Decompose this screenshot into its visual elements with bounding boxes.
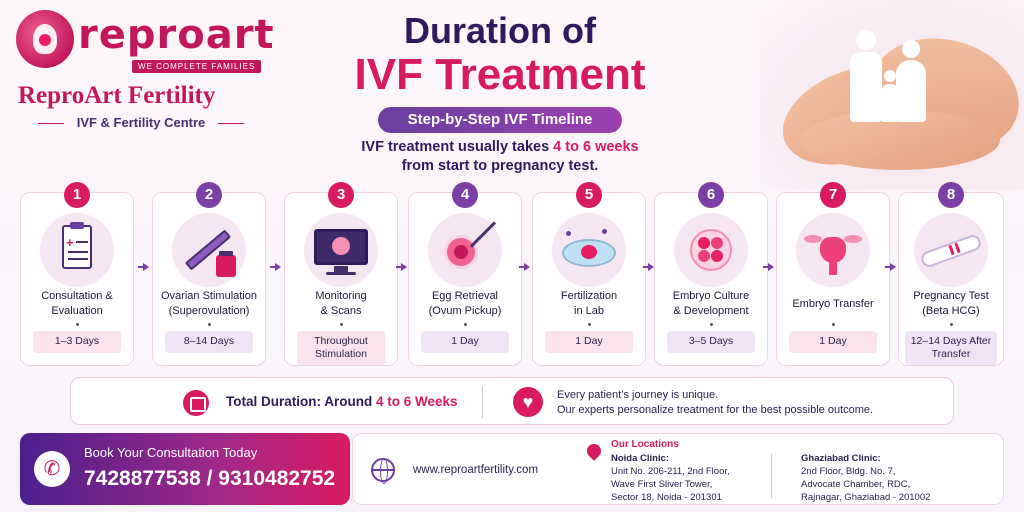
globe-icon bbox=[371, 458, 395, 484]
step-number: 5 bbox=[576, 182, 602, 208]
syringe-icon bbox=[172, 213, 246, 287]
embryo-icon bbox=[674, 213, 748, 287]
step-card-2: Ovarian Stimulation(Superovulation) 8–14… bbox=[152, 192, 266, 366]
step-duration: 3–5 Days bbox=[667, 331, 755, 353]
arrow-right-icon bbox=[138, 262, 150, 272]
phone-numbers[interactable]: 7428877538 / 9310482752 bbox=[84, 467, 336, 490]
step-title: Egg Retrieval(Ovum Pickup) bbox=[428, 290, 502, 317]
step-card-6: Embryo Culture& Development 3–5 Days bbox=[654, 192, 768, 366]
contact-info: www.reproartfertility.com Our Locations … bbox=[352, 433, 1004, 505]
step-duration: 1 Day bbox=[545, 331, 633, 353]
step-title: Pregnancy Test(Beta HCG) bbox=[913, 290, 989, 317]
phone-icon: ✆ bbox=[34, 451, 70, 487]
calendar-icon bbox=[183, 390, 209, 416]
page-title-line1: Duration of bbox=[404, 10, 596, 51]
timeline-pill: Step-by-Step IVF Timeline bbox=[378, 107, 622, 133]
step-number: 4 bbox=[452, 182, 478, 208]
total-duration-bar: Total Duration: Around 4 to 6 Weeks ♥ Ev… bbox=[70, 377, 954, 425]
step-number: 3 bbox=[328, 182, 354, 208]
step-duration: 8–14 Days bbox=[165, 331, 253, 353]
pregnancy-test-icon bbox=[914, 213, 988, 287]
step-title: Embryo Culture& Development bbox=[672, 290, 750, 317]
arrow-right-icon bbox=[763, 262, 775, 272]
step-card-8: Pregnancy Test(Beta HCG) 12–14 Days Afte… bbox=[898, 192, 1004, 366]
cta-label: Book Your Consultation Today bbox=[84, 445, 258, 460]
arrow-right-icon bbox=[885, 262, 897, 272]
intro-highlight: 4 to 6 weeks bbox=[553, 139, 639, 155]
step-title: Consultation &Evaluation bbox=[41, 290, 113, 317]
page-title-line2: IVF Treatment bbox=[354, 50, 646, 99]
noida-clinic-address: Noida Clinic: Unit No. 206-211, 2nd Floo… bbox=[611, 453, 730, 503]
monitor-icon bbox=[304, 213, 378, 287]
egg-retrieval-icon bbox=[428, 213, 502, 287]
arrow-right-icon bbox=[396, 262, 408, 272]
arrow-right-icon bbox=[643, 262, 655, 272]
brand-name: ReproArt Fertility bbox=[18, 82, 216, 109]
step-duration: 1 Day bbox=[421, 331, 509, 353]
step-number: 6 bbox=[698, 182, 724, 208]
intro-text: IVF treatment usually takes 4 to 6 weeks… bbox=[330, 138, 670, 176]
petri-dish-icon bbox=[552, 213, 626, 287]
step-number: 7 bbox=[820, 182, 846, 208]
clipboard-icon: + bbox=[40, 213, 114, 287]
step-duration: 1 Day bbox=[789, 331, 877, 353]
step-duration: 1–3 Days bbox=[33, 331, 121, 353]
ghaziabad-clinic-address: Ghaziabad Clinic: 2nd Floor, Bldg. No. 7… bbox=[801, 453, 931, 503]
intro-post: from start to pregnancy test. bbox=[401, 158, 599, 174]
logo-tagline: WE COMPLETE FAMILIES bbox=[132, 60, 262, 73]
brand-subtitle: IVF & Fertility Centre bbox=[36, 115, 246, 130]
book-consultation-banner[interactable]: ✆ Book Your Consultation Today 742887753… bbox=[20, 433, 350, 505]
journey-note: Every patient’s journey is unique.Our ex… bbox=[557, 389, 874, 416]
locations-heading: Our Locations bbox=[611, 439, 679, 450]
logo-text: reproart bbox=[78, 12, 275, 58]
location-pin-icon bbox=[584, 441, 604, 461]
brand-logo: reproart WE COMPLETE FAMILIES ReproArt F… bbox=[16, 8, 274, 130]
step-title: Embryo Transfer bbox=[792, 298, 874, 310]
step-number: 1 bbox=[64, 182, 90, 208]
step-card-4: Egg Retrieval(Ovum Pickup) 1 Day bbox=[408, 192, 522, 366]
step-number: 8 bbox=[938, 182, 964, 208]
total-duration: Total Duration: Around 4 to 6 Weeks bbox=[226, 394, 458, 409]
mother-baby-icon bbox=[16, 10, 74, 68]
family-hands-illustration bbox=[760, 0, 1024, 190]
step-card-7: Embryo Transfer 1 Day bbox=[776, 192, 890, 366]
uterus-icon bbox=[796, 213, 870, 287]
step-title: Monitoring& Scans bbox=[315, 290, 367, 317]
step-number: 2 bbox=[196, 182, 222, 208]
intro-pre: IVF treatment usually takes bbox=[361, 139, 554, 155]
website-link[interactable]: www.reproartfertility.com bbox=[413, 464, 539, 476]
arrow-right-icon bbox=[270, 262, 282, 272]
step-card-1: + Consultation &Evaluation 1–3 Days bbox=[20, 192, 134, 366]
heart-icon: ♥ bbox=[513, 387, 543, 417]
arrow-right-icon bbox=[519, 262, 531, 272]
step-title: Ovarian Stimulation(Superovulation) bbox=[161, 290, 257, 317]
